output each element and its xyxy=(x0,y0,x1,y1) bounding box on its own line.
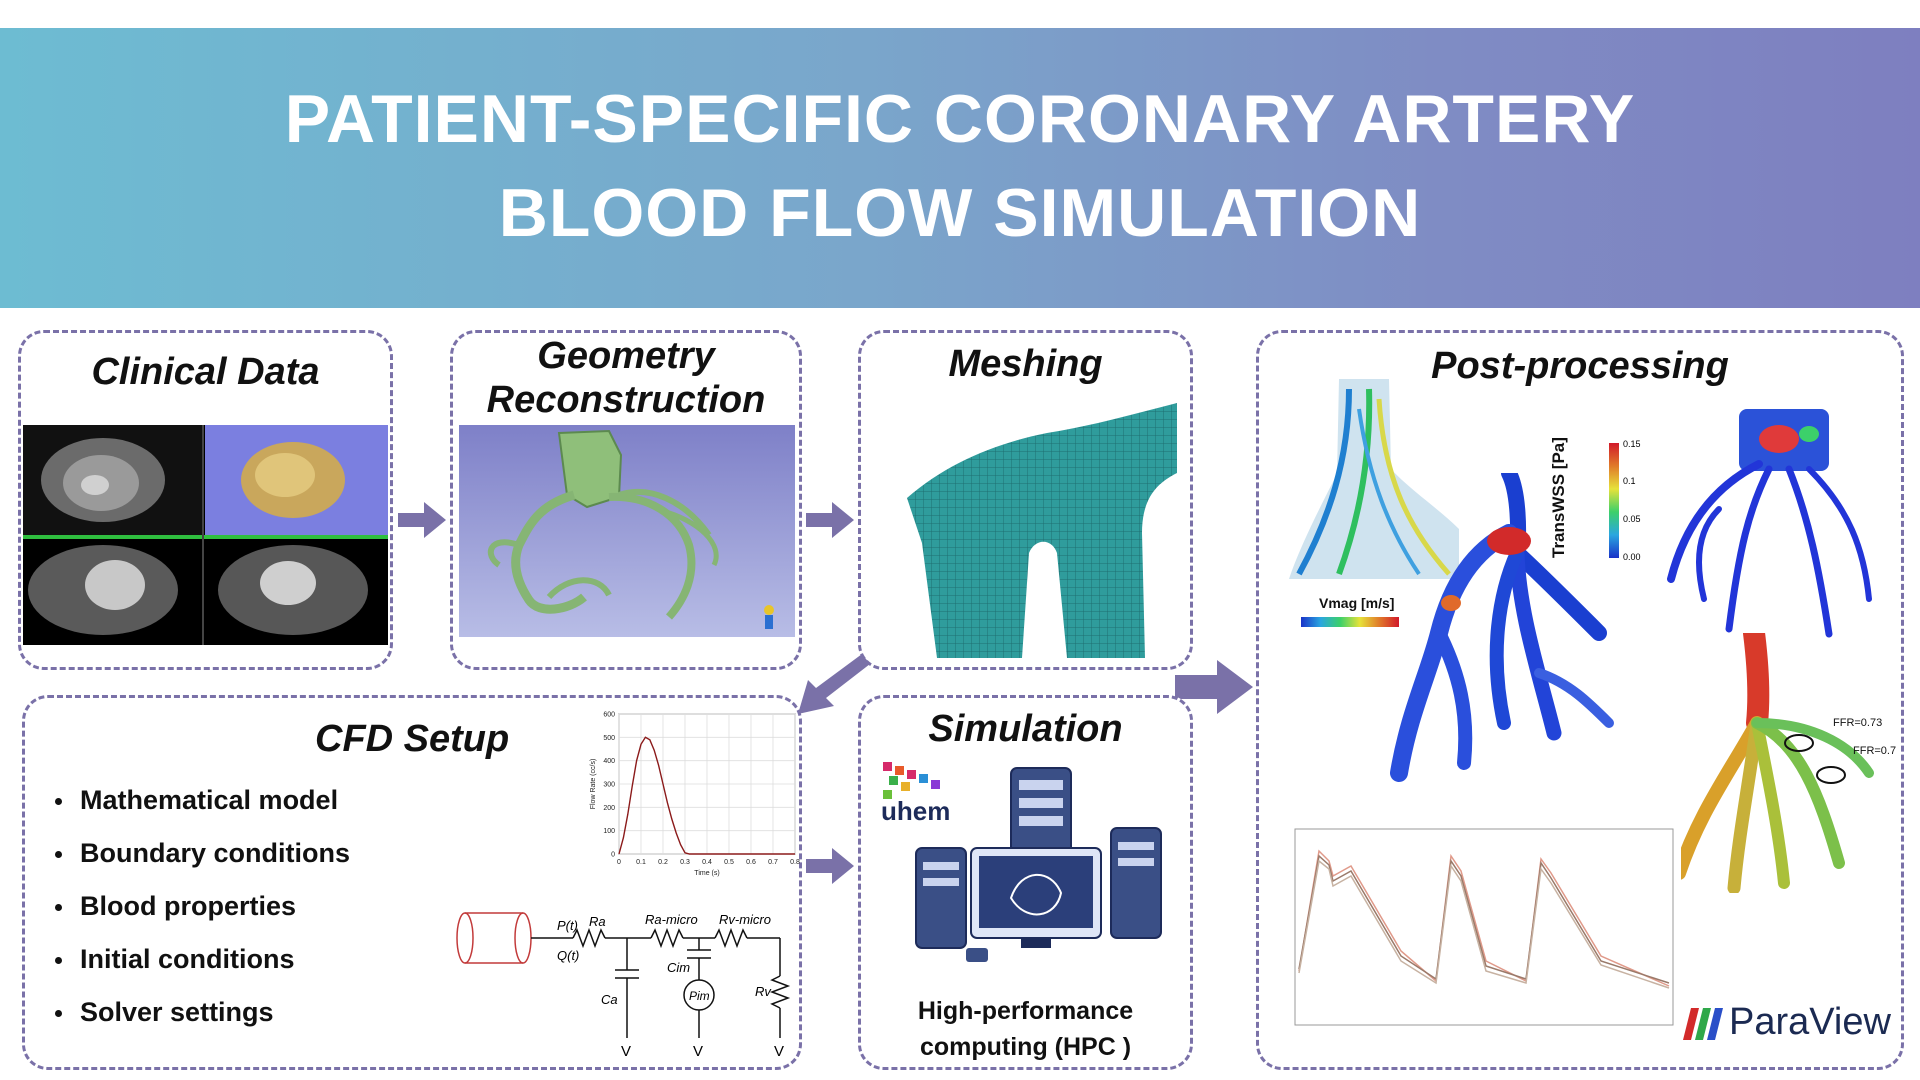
cfd-setup-title: CFD Setup xyxy=(315,718,510,760)
paraview-logo-text: ParaView xyxy=(1729,1001,1891,1043)
x-tick-label: 0.7 xyxy=(768,859,778,866)
arrow-geometry-to-meshing xyxy=(806,502,854,538)
circuit-label-v2: V xyxy=(693,1043,703,1060)
list-item: Solver settings xyxy=(55,986,350,1039)
circuit-label-rvmicro: Rv-micro xyxy=(719,912,771,927)
page-title-line2: BLOOD FLOW SIMULATION xyxy=(498,175,1422,251)
y-tick-label: 100 xyxy=(603,828,615,835)
uhem-logo-text: uhem xyxy=(881,796,951,826)
wss-colorbar xyxy=(1609,443,1619,558)
list-item: Boundary conditions xyxy=(55,827,350,880)
postprocessing-title: Post-processing xyxy=(1431,345,1729,387)
circuit-label-pim: Pim xyxy=(689,989,710,1003)
x-tick-label: 0.2 xyxy=(658,859,668,866)
ffr-label-1: FFR=0.73 xyxy=(1833,717,1883,729)
cfd-setup-list: Mathematical model Boundary conditions B… xyxy=(55,774,350,1039)
x-tick-label: 0.3 xyxy=(680,859,690,866)
arrow-meshing-to-cfd xyxy=(798,654,870,714)
velocity-colorbar xyxy=(1301,617,1399,627)
x-tick-label: 0.6 xyxy=(746,859,756,866)
velocity-colorbar-label: Vmag [m/s] xyxy=(1319,595,1395,611)
circuit-label-p: P(t) xyxy=(557,918,578,933)
ffr-label-2: FFR=0.7 xyxy=(1853,745,1897,757)
y-tick-label: 500 xyxy=(603,735,615,742)
y-tick-label: 400 xyxy=(603,758,615,765)
meshing-panel: Meshing xyxy=(858,330,1193,670)
wss-tick-3: 0.05 xyxy=(1623,514,1641,524)
y-tick-label: 600 xyxy=(603,712,615,719)
title-banner: PATIENT-SPECIFIC CORONARY ARTERY BLOOD F… xyxy=(0,28,1920,308)
ffr-artery-image xyxy=(1672,633,1874,893)
x-tick-label: 0.5 xyxy=(724,859,734,866)
x-tick-label: 0 xyxy=(617,859,621,866)
geometry-title-line1: Geometry xyxy=(537,335,715,377)
page-title-line1: PATIENT-SPECIFIC CORONARY ARTERY xyxy=(284,81,1636,157)
windkessel-circuit-diagram: P(t) Q(t) Ra Ra-micro Rv-micro Ca Cim Pi… xyxy=(456,912,791,1060)
wss-tick-2: 0.1 xyxy=(1623,476,1636,486)
clinical-data-title: Clinical Data xyxy=(91,351,320,393)
list-item: Initial conditions xyxy=(55,933,350,986)
hpc-caption-line2: computing (HPC ) xyxy=(919,1033,1132,1061)
list-item: Blood properties xyxy=(55,880,350,933)
circuit-label-ramicro: Ra-micro xyxy=(645,912,698,927)
circuit-label-ca: Ca xyxy=(601,992,618,1007)
list-item: Mathematical model xyxy=(55,774,350,827)
y-tick-label: 300 xyxy=(603,782,615,789)
x-axis-label: Time (s) xyxy=(694,870,719,877)
y-axis-label: Flow Rate (cc/s) xyxy=(590,759,597,810)
series-line-0 xyxy=(618,736,795,855)
x-tick-label: 0.1 xyxy=(636,859,646,866)
coronary-geometry-image xyxy=(459,425,795,637)
velocity-streamlines-image xyxy=(1289,379,1459,579)
hpc-servers-illustration xyxy=(915,767,1162,962)
circuit-label-cim: Cim xyxy=(667,960,690,975)
y-tick-label: 0 xyxy=(611,852,615,859)
pressure-waveform-plot xyxy=(1271,821,1681,1041)
circuit-label-q: Q(t) xyxy=(557,948,579,963)
coronary-tree-wss-image xyxy=(1667,409,1872,638)
x-tick-label: 0.4 xyxy=(702,859,712,866)
ct-scan-image xyxy=(23,425,388,645)
arrow-to-postprocessing xyxy=(1175,660,1253,714)
simulation-title: Simulation xyxy=(928,708,1123,750)
circuit-label-rv: Rv xyxy=(755,984,772,999)
wss-tick-1: 0.15 xyxy=(1623,439,1641,449)
cfd-setup-panel: CFD Setup Mathematical model Boundary co… xyxy=(22,695,802,1070)
wss-tick-4: 0.00 xyxy=(1623,552,1641,562)
arrow-clinical-to-geometry xyxy=(398,502,446,538)
meshing-title: Meshing xyxy=(948,343,1103,385)
wss-artery-image xyxy=(1390,473,1614,782)
postprocessing-panel: Post-processing Vmag [m/s] TransWSS [Pa]… xyxy=(1256,330,1904,1070)
paraview-logo-icon xyxy=(1683,1008,1723,1040)
hpc-caption-line1: High-performance xyxy=(917,997,1134,1025)
wss-colorbar-label: TransWSS [Pa] xyxy=(1549,437,1568,558)
geometry-panel: Geometry Reconstruction xyxy=(450,330,802,670)
circuit-label-ra: Ra xyxy=(589,914,606,929)
geometry-title-line2: Reconstruction xyxy=(486,379,766,421)
uhem-logo-icon xyxy=(883,762,940,799)
clinical-data-panel: Clinical Data xyxy=(18,330,393,670)
circuit-label-v3: V xyxy=(774,1043,784,1060)
arrow-cfd-to-simulation xyxy=(806,848,854,884)
simulation-panel: Simulation uhem High-performa xyxy=(858,695,1193,1070)
x-tick-label: 0.8 xyxy=(790,859,800,866)
circuit-label-v1: V xyxy=(621,1043,631,1060)
flow-rate-chart: 0 0.1 0.2 0.3 0.4 0.5 0.6 0.7 0.8 0 100 200 300 400 50… xyxy=(590,712,800,878)
y-tick-label: 200 xyxy=(603,805,615,812)
mesh-image xyxy=(907,403,1177,658)
